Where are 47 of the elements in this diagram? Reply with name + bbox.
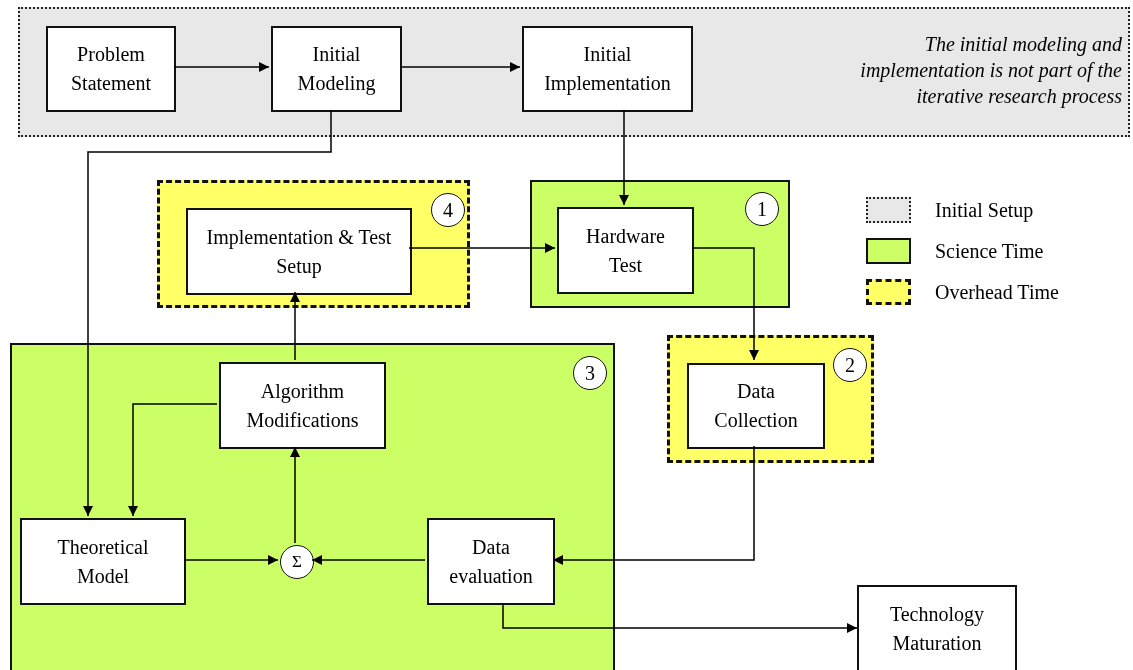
time-region <box>10 343 615 670</box>
arrow <box>691 247 759 361</box>
box-label: Hardware Test <box>585 223 666 278</box>
arrow <box>399 62 521 72</box>
arrow <box>311 555 426 565</box>
box-label: Problem Statement <box>70 42 152 96</box>
arrow <box>290 446 300 544</box>
step-number: 4 <box>431 193 465 227</box>
legend-label: Initial Setup <box>935 198 1034 222</box>
process-box <box>186 208 412 295</box>
arrow <box>290 291 300 361</box>
arrow <box>183 555 279 565</box>
arrow <box>408 243 556 253</box>
box-label: Algorithm Modifications <box>245 378 360 433</box>
arrow <box>173 62 270 72</box>
box-label: Implementation & Test Setup <box>205 224 393 280</box>
legend-label: Science Time <box>935 239 1044 263</box>
arrow <box>552 445 755 565</box>
arrow <box>128 403 218 517</box>
box-label: Data Collection <box>713 379 799 433</box>
time-region <box>667 335 874 463</box>
box-label: Data evaluation <box>448 534 534 589</box>
process-box <box>427 518 555 605</box>
process-box <box>46 26 176 112</box>
process-box <box>687 363 825 449</box>
step-number: 3 <box>573 356 607 390</box>
process-box <box>857 585 1017 670</box>
box-label: Theoretical Model <box>56 534 150 589</box>
process-box <box>557 207 694 294</box>
step-number: 1 <box>745 192 779 226</box>
sum-node: Σ <box>280 545 314 579</box>
process-box <box>219 362 386 449</box>
process-box <box>522 26 693 112</box>
process-box <box>20 518 186 605</box>
box-label: Initial Implementation <box>543 42 672 97</box>
arrow <box>83 109 332 517</box>
box-label: Technology Maturation <box>888 602 986 656</box>
arrow <box>502 602 858 633</box>
time-region <box>530 180 790 308</box>
arrow <box>619 109 629 206</box>
setup-region <box>18 7 1130 137</box>
note-text: The initial modeling and implementation is not part of the iterative research process <box>859 32 1122 109</box>
process-box <box>271 26 402 112</box>
box-label: Initial Modeling <box>296 42 377 97</box>
step-number: 2 <box>833 348 867 382</box>
time-region <box>157 180 470 308</box>
legend-label: Overhead Time <box>935 280 1059 304</box>
